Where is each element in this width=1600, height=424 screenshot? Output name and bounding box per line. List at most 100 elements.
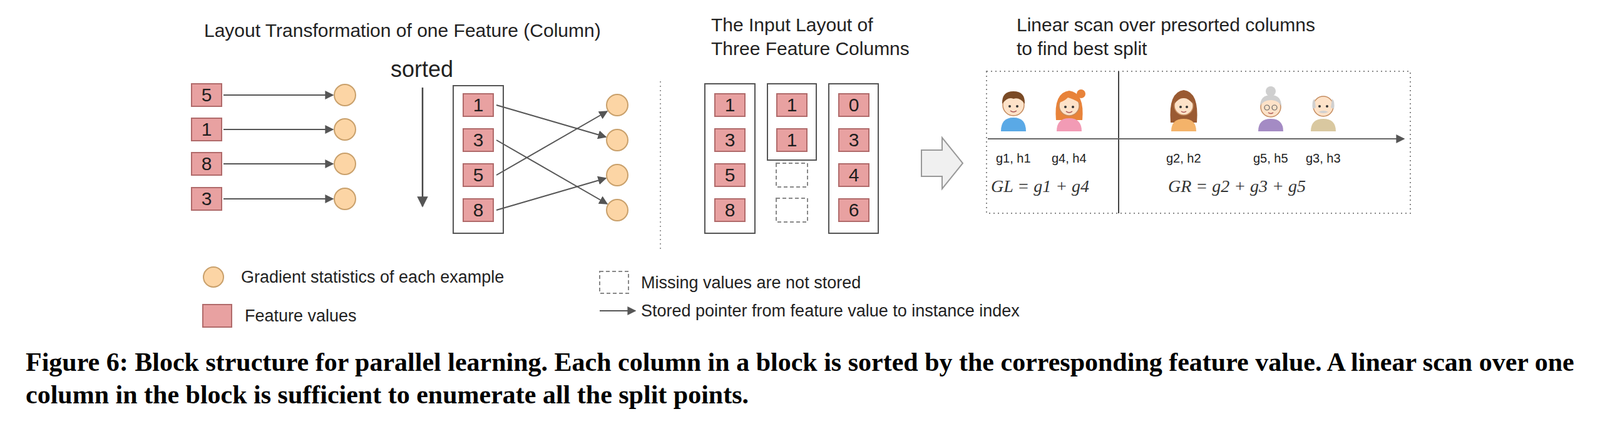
feature-value: 5 <box>724 164 736 186</box>
legend-text: Feature values <box>244 305 357 327</box>
eye <box>1179 105 1182 109</box>
pointer-arrow <box>223 163 334 165</box>
feature-value-box: 1 <box>776 128 808 153</box>
feature-value: 8 <box>473 199 484 221</box>
eye <box>1008 105 1011 108</box>
hair <box>1169 90 1197 123</box>
glasses <box>1271 105 1277 111</box>
girl-icon <box>1055 89 1086 132</box>
feature-value-box: 0 <box>838 93 870 118</box>
gradient-label: g4, h4 <box>1051 150 1087 167</box>
feature-value: 1 <box>724 94 736 116</box>
eye <box>1185 105 1189 109</box>
section-title: Linear scan over presorted columns to fi… <box>1016 13 1327 61</box>
legend-circle-swatch <box>202 266 225 288</box>
eye <box>1015 105 1019 108</box>
gradient-label: g5, h5 <box>1253 150 1289 167</box>
feature-value: 0 <box>848 94 860 116</box>
pointer-arrow <box>223 128 334 131</box>
pointer-arrow <box>223 94 334 96</box>
sort-label: sorted <box>390 55 454 84</box>
woman-icon <box>1169 90 1197 132</box>
figure-caption: Figure 6: Block structure for parallel l… <box>25 346 1585 412</box>
feature-value: 6 <box>848 199 860 221</box>
feature-value: 3 <box>724 129 736 151</box>
legend-square-swatch <box>202 304 233 329</box>
sum-formula: GL = g1 + g4 <box>990 175 1090 198</box>
feature-value-box: 3 <box>714 128 746 153</box>
hair <box>1260 95 1282 107</box>
eye <box>1325 105 1329 108</box>
feature-value-box: 5 <box>462 163 494 188</box>
feature-value: 5 <box>473 164 484 186</box>
mustache <box>1318 110 1329 114</box>
shirt <box>1000 117 1026 132</box>
hair-bun <box>1265 86 1276 97</box>
eye <box>1064 105 1067 109</box>
gradient-circle <box>334 153 356 175</box>
side-hair <box>1312 98 1316 109</box>
feature-value: 5 <box>201 84 213 106</box>
bangs <box>1174 94 1194 104</box>
pointer-arrow <box>496 178 606 211</box>
pointer-arrows <box>496 105 608 211</box>
feature-value: 3 <box>201 188 213 210</box>
separator <box>659 81 662 251</box>
gradient-circle <box>334 118 356 141</box>
eye <box>1318 105 1321 108</box>
side-hair <box>1330 98 1335 109</box>
feature-value: 3 <box>473 129 484 151</box>
bangs <box>1059 93 1080 103</box>
mouth <box>1268 112 1274 114</box>
legend-pointer-sample <box>599 310 636 312</box>
legend-text: Stored pointer from feature value to ins… <box>641 300 1020 322</box>
feature-value-box: 3 <box>190 187 223 211</box>
feature-value: 1 <box>473 94 484 116</box>
gradient-circle <box>606 164 628 186</box>
glasses <box>1264 105 1270 111</box>
eye <box>1071 105 1075 109</box>
feature-value-box: 1 <box>190 117 223 142</box>
gradient-label: g3, h3 <box>1305 150 1341 167</box>
column-container <box>704 83 755 234</box>
sum-formula: GR = g2 + g3 + g5 <box>1168 175 1306 198</box>
feature-value-box: 6 <box>838 198 870 223</box>
gradient-circle <box>334 188 356 210</box>
boy-icon <box>1000 91 1026 132</box>
feature-value: 8 <box>724 199 736 221</box>
legend-text: Gradient statistics of each example <box>241 266 504 288</box>
gradient-circles <box>606 94 628 221</box>
gradient-circle <box>606 129 628 151</box>
scan-axis <box>987 138 1405 140</box>
feature-value-box: 8 <box>190 152 223 176</box>
mouth <box>1181 111 1187 113</box>
column-container <box>453 85 504 234</box>
pointer-arrows <box>223 95 334 200</box>
column-container <box>767 83 817 161</box>
section-title: The Input Layout of Three Feature Column… <box>711 13 918 61</box>
feature-value-box: 5 <box>714 163 746 188</box>
feature-value-box: 3 <box>838 128 870 153</box>
feature-value-box: 1 <box>776 93 808 118</box>
feature-value-box: 8 <box>714 198 746 223</box>
feature-value-box: 4 <box>838 163 870 188</box>
feature-value-box: 3 <box>462 128 494 153</box>
gradient-label: g1, h1 <box>995 150 1031 167</box>
hair <box>1002 91 1025 104</box>
sort-arrow <box>421 87 424 207</box>
pointer-arrow <box>496 111 608 176</box>
mouth <box>1010 110 1017 113</box>
feature-value-box: 1 <box>462 93 494 118</box>
face <box>1313 96 1334 117</box>
grandmother-icon <box>1258 86 1284 132</box>
shirt <box>1056 118 1082 132</box>
legend-text: Missing values are not stored <box>641 272 861 294</box>
missing-value-box <box>776 198 808 223</box>
scan-panel <box>986 71 1411 214</box>
shirt <box>1258 118 1284 132</box>
feature-value-box: 5 <box>190 83 223 108</box>
shirt <box>1171 118 1197 132</box>
pointer-arrow <box>223 198 334 200</box>
block-arrow <box>921 137 963 190</box>
